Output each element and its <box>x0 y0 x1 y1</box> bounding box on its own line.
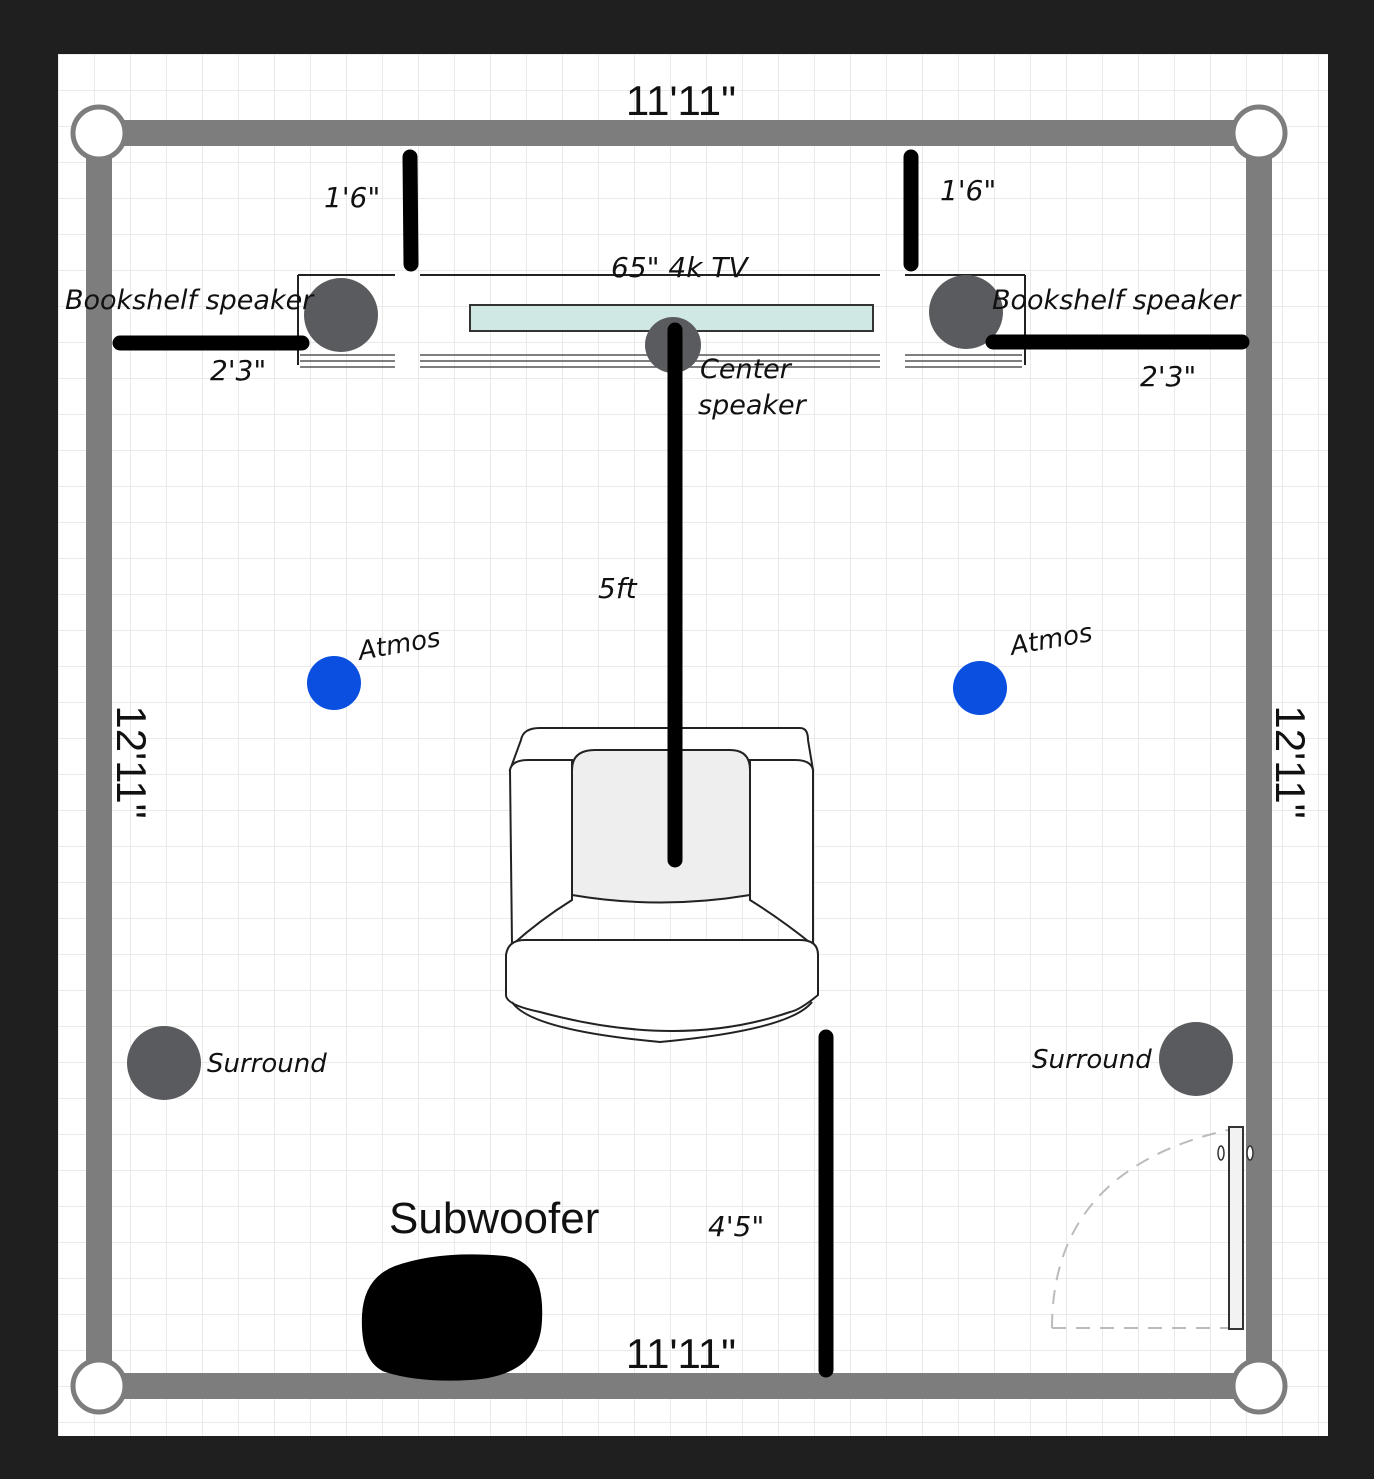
room-walls <box>86 120 1272 1399</box>
wall-corner-handles[interactable] <box>70 104 1288 1415</box>
corner-handle-top-left[interactable] <box>70 104 128 162</box>
armchair-seat-front <box>505 939 819 1032</box>
door-swing-arc <box>1051 1129 1229 1329</box>
dim-left-depth: 12'11" <box>108 705 155 818</box>
label-tv: 65" 4k TV <box>611 251 749 284</box>
tv-console[interactable] <box>297 274 1026 368</box>
subwoofer[interactable] <box>361 1254 543 1381</box>
bookshelf-speaker-right[interactable] <box>929 275 1003 349</box>
label-left-gap: 1'6" <box>324 181 380 214</box>
armchair[interactable] <box>505 727 819 1044</box>
label-surround-left: Surround <box>207 1049 327 1079</box>
door-handle-left <box>1217 1145 1225 1161</box>
armchair-right-arm <box>749 759 814 948</box>
armchair-base <box>511 1001 813 1044</box>
armchair-left-arm <box>508 759 573 948</box>
label-rear-distance: 4'5" <box>708 1210 764 1243</box>
measure-left-gap <box>402 149 419 272</box>
door-panel[interactable] <box>1228 1126 1244 1330</box>
label-subwoofer: Subwoofer <box>389 1194 599 1243</box>
armchair-cushion <box>571 749 751 904</box>
label-seat-distance: 5ft <box>598 572 638 605</box>
door[interactable] <box>1051 1126 1254 1330</box>
label-bookshelf-right: Bookshelf speaker <box>992 285 1242 316</box>
dim-top-width: 11'11" <box>626 77 736 124</box>
label-center-line1: Center <box>700 354 793 385</box>
label-bookshelf-left: Bookshelf speaker <box>65 285 315 316</box>
corner-handle-top-right[interactable] <box>1230 104 1288 162</box>
label-surround-right: Surround <box>1032 1045 1152 1075</box>
measurement-lines <box>112 149 1250 1378</box>
bookshelf-speaker-left[interactable] <box>304 278 378 352</box>
label-center-line2: speaker <box>698 390 808 421</box>
atmos-speaker-left[interactable] <box>307 656 361 710</box>
surround-speaker-left[interactable] <box>127 1026 201 1100</box>
label-right-gap: 1'6" <box>940 174 996 207</box>
label-left-side: 2'3" <box>210 354 266 387</box>
corner-handle-bottom-left[interactable] <box>70 1357 128 1415</box>
dim-bottom-width: 11'11" <box>626 1330 736 1377</box>
door-handle-right <box>1246 1145 1254 1161</box>
surround-speaker-right[interactable] <box>1159 1022 1233 1096</box>
atmos-speaker-right[interactable] <box>953 661 1007 715</box>
corner-handle-bottom-right[interactable] <box>1230 1357 1288 1415</box>
dim-right-depth: 12'11" <box>1267 705 1314 818</box>
label-right-side: 2'3" <box>1140 360 1196 393</box>
